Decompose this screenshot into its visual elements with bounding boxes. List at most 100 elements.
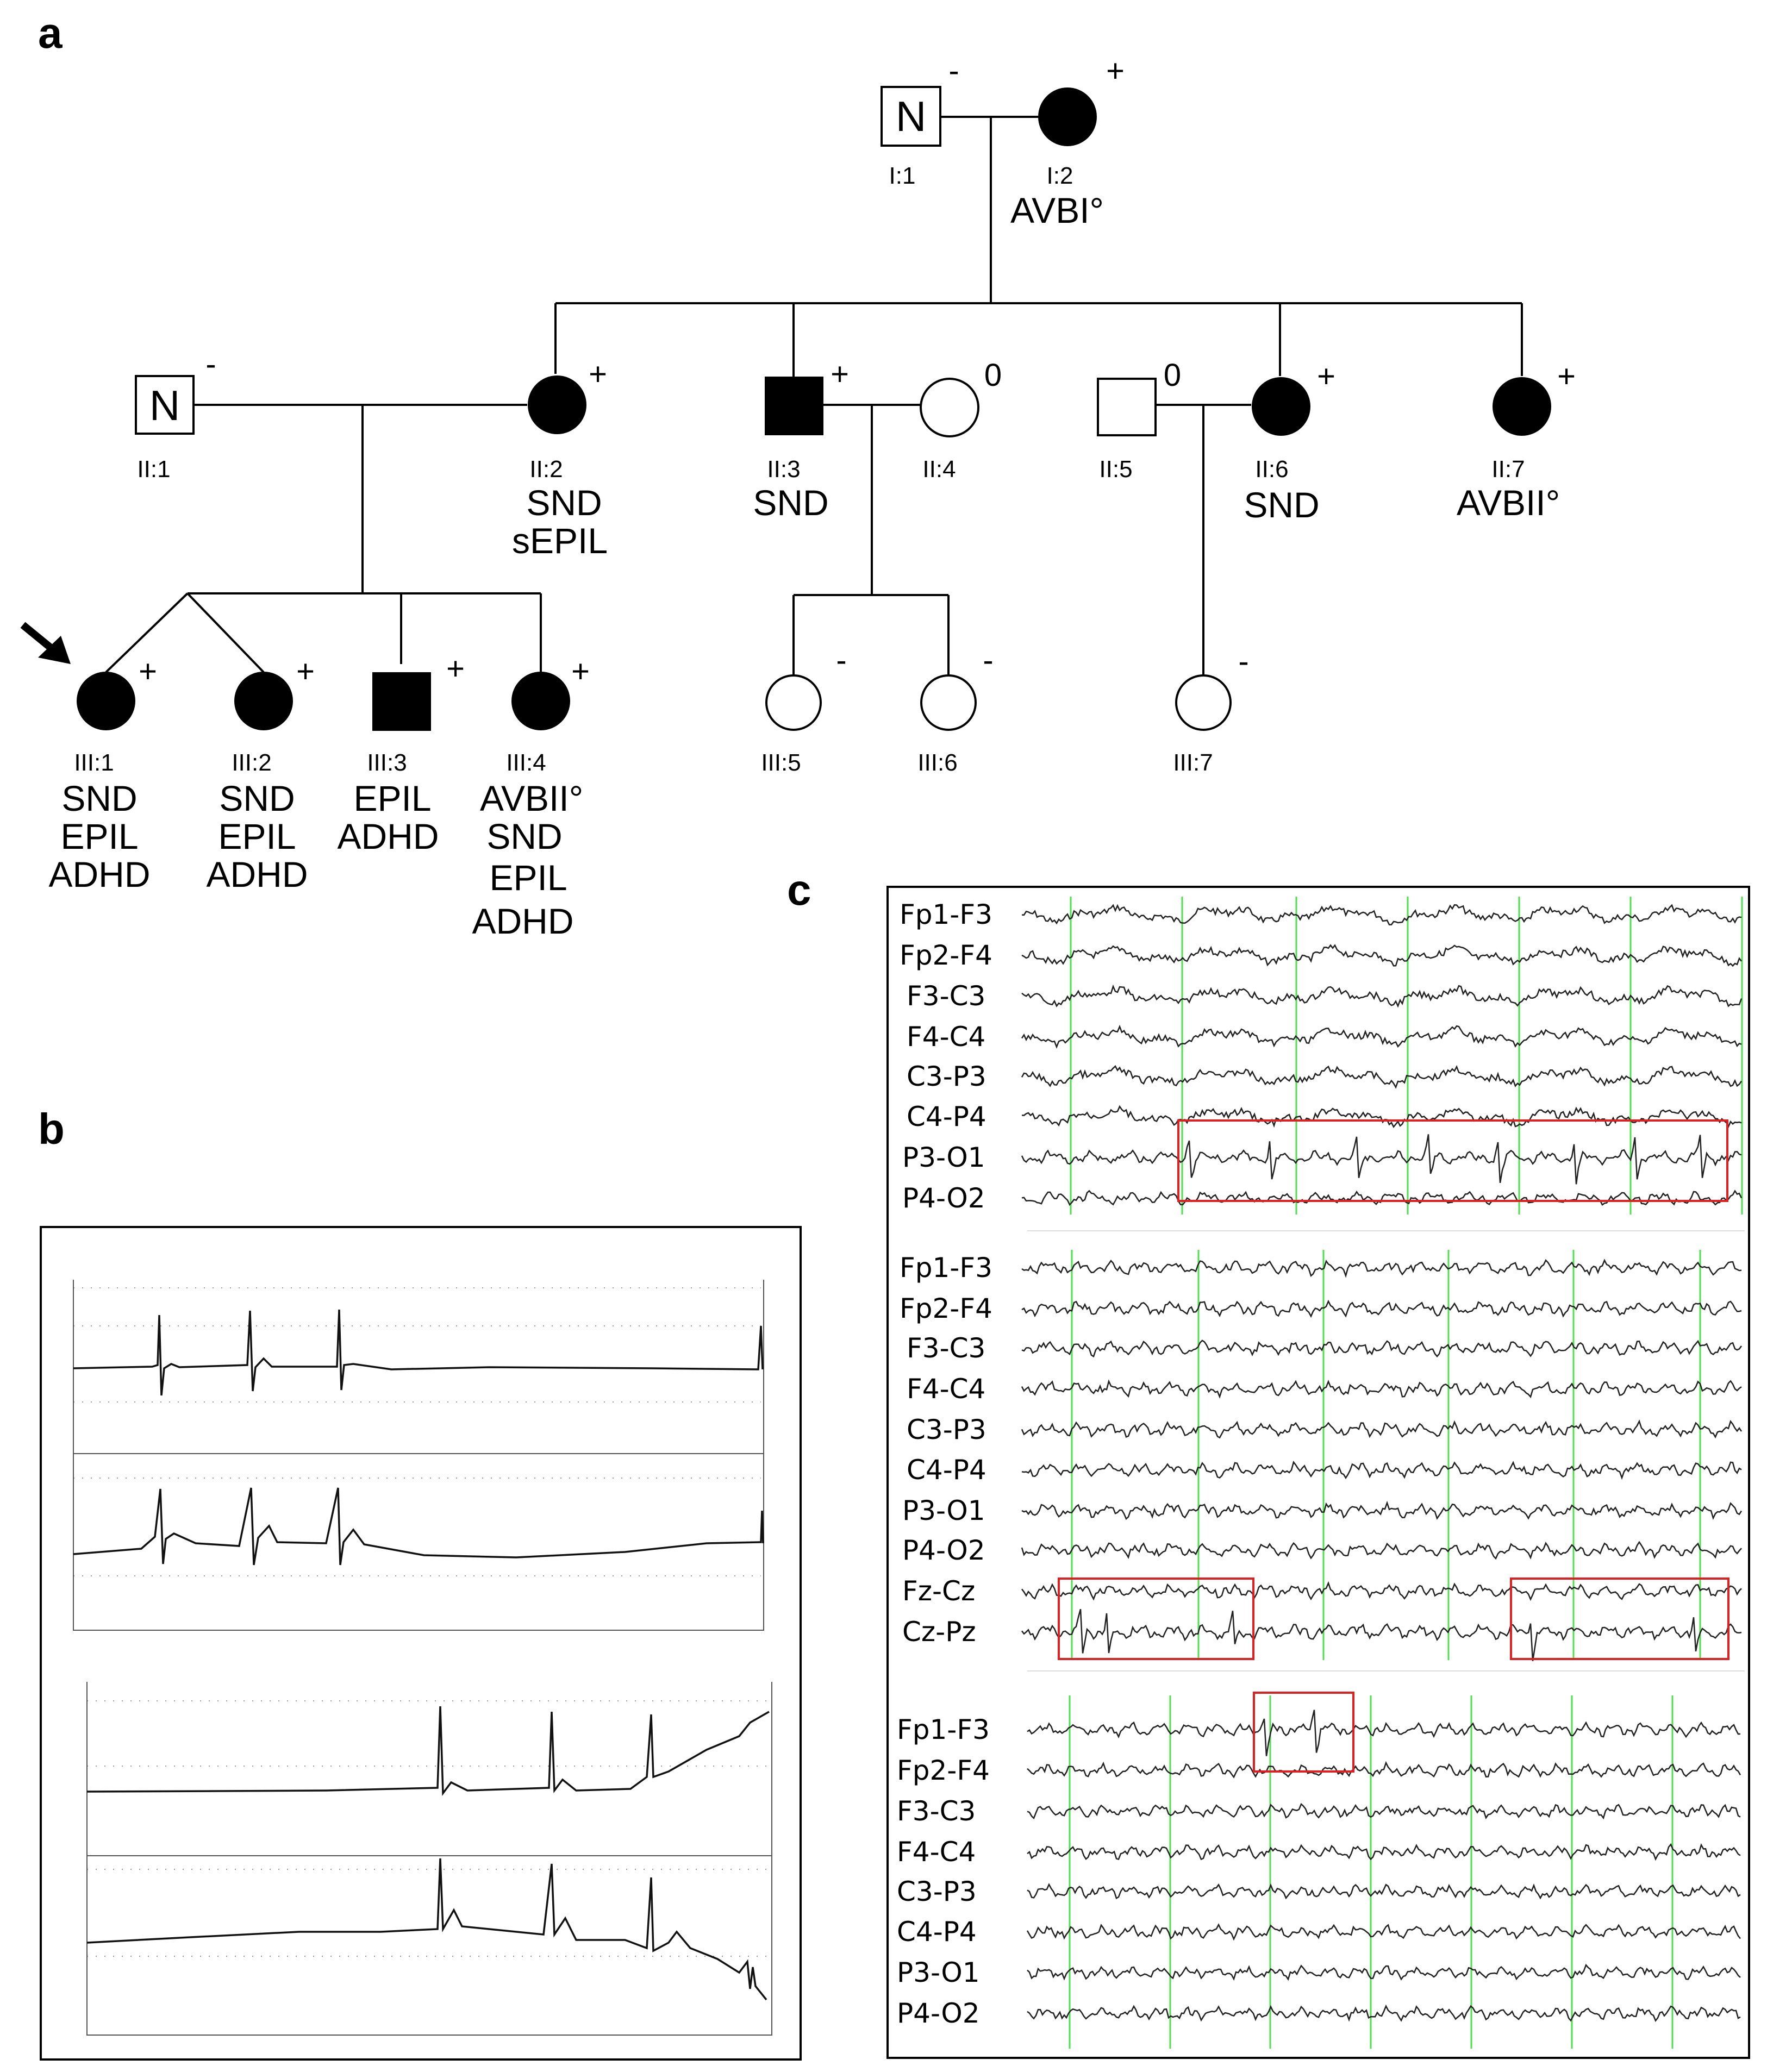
genotype-status: + bbox=[296, 654, 315, 689]
eeg-waveform bbox=[1027, 1843, 1741, 1861]
individual-I1: N - I:1 bbox=[881, 53, 959, 189]
eeg-highlight-box bbox=[1510, 1578, 1729, 1660]
individual-III6: - III:6 bbox=[917, 643, 993, 776]
eeg-channel-label: P3-O1 bbox=[902, 1495, 985, 1526]
individual-mark: N bbox=[896, 92, 926, 140]
individual-mark: N bbox=[149, 381, 180, 429]
diagnosis-label: SND bbox=[61, 778, 137, 818]
diagnosis-label: EPIL bbox=[489, 857, 567, 898]
individual-id: II:4 bbox=[922, 456, 956, 483]
diagnosis-label: SND bbox=[486, 816, 562, 856]
female-symbol bbox=[920, 378, 979, 437]
genotype-status: - bbox=[1238, 644, 1248, 679]
genotype-status: 0 bbox=[984, 358, 1002, 393]
ecg-trace-4 bbox=[86, 1858, 767, 2001]
eeg-channel-label: Fp1-F3 bbox=[900, 899, 992, 930]
eeg-waveform bbox=[1027, 1761, 1741, 1779]
individual-id: I:1 bbox=[889, 162, 916, 189]
eeg-channel-label: C3-P3 bbox=[897, 1876, 977, 1907]
twin-line-2 bbox=[186, 592, 265, 673]
male-symbol bbox=[135, 375, 195, 435]
diagnosis-label: ADHD bbox=[48, 854, 150, 894]
individual-III2: + III:2 SND EPIL ADHD bbox=[206, 654, 314, 894]
genotype-status: + bbox=[1317, 359, 1335, 394]
genotype-status: + bbox=[589, 356, 607, 392]
individual-II2: + II:2 SND sEPIL bbox=[512, 356, 608, 561]
individual-II1: N - II:1 bbox=[135, 347, 216, 483]
female-symbol bbox=[1038, 87, 1097, 146]
eeg-waveform bbox=[1021, 1379, 1742, 1399]
genotype-status: + bbox=[571, 654, 590, 689]
eeg-panel: Fp1-F3 Fp2-F4 F3-C3 F4-C4 C3-P3 C4-P4 P3… bbox=[886, 886, 1750, 2059]
individual-III4: + III:4 AVBII° SND EPIL ADHD bbox=[472, 654, 589, 941]
panel-label-c: c bbox=[787, 866, 811, 914]
eeg-block3-labels: Fp1-F3 Fp2-F4 F3-C3 F4-C4 C3-P3 C4-P4 P3… bbox=[897, 1714, 990, 2029]
individual-id: II:3 bbox=[767, 456, 800, 483]
individual-id: III:7 bbox=[1173, 749, 1213, 776]
diagnosis-label: SND bbox=[526, 483, 602, 523]
female-symbol bbox=[511, 672, 570, 730]
male-symbol bbox=[1097, 378, 1157, 436]
eeg-waveform bbox=[1021, 984, 1743, 1008]
eeg-channel-label: P3-O1 bbox=[897, 1957, 980, 1988]
genotype-status: - bbox=[205, 347, 216, 382]
genotype-status: - bbox=[983, 643, 993, 678]
eeg-highlight-box bbox=[1253, 1692, 1354, 1773]
eeg-waveform bbox=[1021, 1581, 1742, 1601]
diagnosis-label: SND bbox=[219, 778, 295, 818]
diagnosis-label: AVBII° bbox=[480, 778, 583, 818]
ecg-trace-2 bbox=[73, 1487, 764, 1566]
diagnosis-label: EPIL bbox=[353, 778, 431, 818]
individual-id: III:6 bbox=[917, 749, 957, 776]
eeg-channel-label: Fp2-F4 bbox=[900, 1293, 992, 1324]
individual-id: I:2 bbox=[1047, 162, 1073, 189]
eeg-waveform bbox=[1027, 1710, 1741, 1756]
eeg-waveform bbox=[1021, 1419, 1743, 1439]
eeg-waveform bbox=[1021, 1339, 1743, 1358]
panel-label-b: b bbox=[38, 1105, 65, 1153]
diagnosis-label: AVBI° bbox=[1010, 190, 1104, 230]
female-symbol bbox=[234, 672, 293, 730]
male-symbol bbox=[765, 377, 823, 435]
female-symbol bbox=[1493, 377, 1551, 436]
eeg-waveform bbox=[1021, 1259, 1742, 1278]
genotype-status: - bbox=[948, 53, 959, 89]
diagnosis-label: EPIL bbox=[60, 816, 138, 856]
eeg-channel-label: F4-C4 bbox=[907, 1373, 985, 1405]
individual-id: III:2 bbox=[232, 749, 271, 776]
eeg-waveform bbox=[1021, 1190, 1743, 1206]
eeg-highlight-box bbox=[1058, 1578, 1254, 1660]
genotype-status: - bbox=[836, 643, 846, 678]
individual-II5: 0 II:5 bbox=[1097, 358, 1181, 483]
diagnosis-label: EPIL bbox=[218, 816, 296, 856]
eeg-channel-label: P4-O2 bbox=[902, 1182, 985, 1214]
individual-III1: + III:1 SND EPIL ADHD bbox=[48, 654, 157, 894]
individual-id: III:5 bbox=[761, 749, 801, 776]
male-symbol bbox=[881, 86, 941, 147]
individual-III3: + III:3 EPIL ADHD bbox=[337, 651, 464, 856]
individual-II7: + II:7 AVBII° bbox=[1457, 359, 1576, 523]
eeg-channel-label: F3-C3 bbox=[907, 1332, 985, 1364]
diagnosis-label: AVBII° bbox=[1457, 483, 1560, 523]
eeg-waveform bbox=[1027, 2004, 1741, 2022]
eeg-channel-label: Fp2-F4 bbox=[900, 940, 992, 971]
eeg-channel-label: F3-C3 bbox=[907, 980, 985, 1012]
individual-id: II:2 bbox=[529, 456, 563, 483]
eeg-waveform bbox=[1021, 1024, 1742, 1049]
eeg-block2-markers bbox=[1071, 1250, 1701, 1660]
genotype-status: + bbox=[831, 356, 849, 392]
eeg-waveform bbox=[1021, 1541, 1742, 1560]
male-symbol bbox=[372, 672, 431, 731]
eeg-waveform bbox=[1021, 1065, 1743, 1089]
individual-III5: - III:5 bbox=[761, 643, 846, 776]
eeg-channel-label: Fz-Cz bbox=[902, 1575, 975, 1607]
diagnosis-label: sEPIL bbox=[512, 521, 608, 561]
individual-id: III:3 bbox=[367, 749, 407, 776]
eeg-block1-labels: Fp1-F3 Fp2-F4 F3-C3 F4-C4 C3-P3 C4-P4 P3… bbox=[900, 899, 992, 1214]
genotype-status: + bbox=[139, 654, 157, 689]
eeg-channel-label: P3-O1 bbox=[902, 1142, 985, 1173]
eeg-channel-label: Fp1-F3 bbox=[897, 1714, 990, 1745]
eeg-waveform bbox=[1027, 1802, 1741, 1820]
diagnosis-label: ADHD bbox=[206, 854, 308, 894]
female-symbol bbox=[528, 375, 586, 434]
